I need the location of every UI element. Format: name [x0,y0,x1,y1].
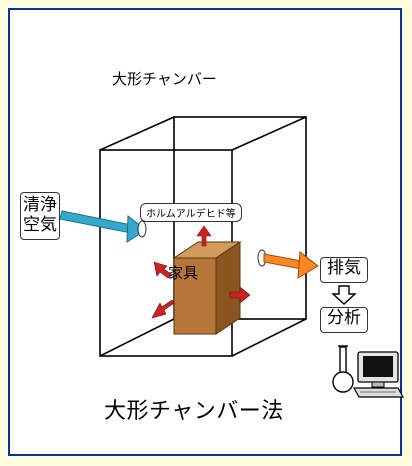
inlet-nozzle [137,220,147,238]
analysis-label: 分析 [320,307,368,333]
clean-air-label: 清浄 空気 [20,192,60,240]
furniture-box [172,241,242,335]
outlet-arrow [257,249,319,279]
substances-label: ホルムアルデヒド等 [140,203,242,222]
flask-icon [332,345,354,393]
clean-air-line-1: 清浄 [23,195,57,215]
furniture-label: 家具 [168,264,199,282]
computer-icon [352,351,405,398]
inlet-arrow [59,210,147,243]
method-title: 大形チャンバー法 [104,399,284,424]
emission-arrow-lower-left [151,299,175,319]
clean-air-line-2: 空気 [23,215,57,235]
chamber-label: 大形チャンバー [112,70,217,88]
emission-arrow-left [153,261,173,279]
exhaust-label: 排気 [320,257,368,283]
down-arrow-icon [331,285,357,305]
emission-arrows [151,225,251,319]
emission-arrow-up [196,225,212,247]
emission-arrow-right [229,286,251,304]
